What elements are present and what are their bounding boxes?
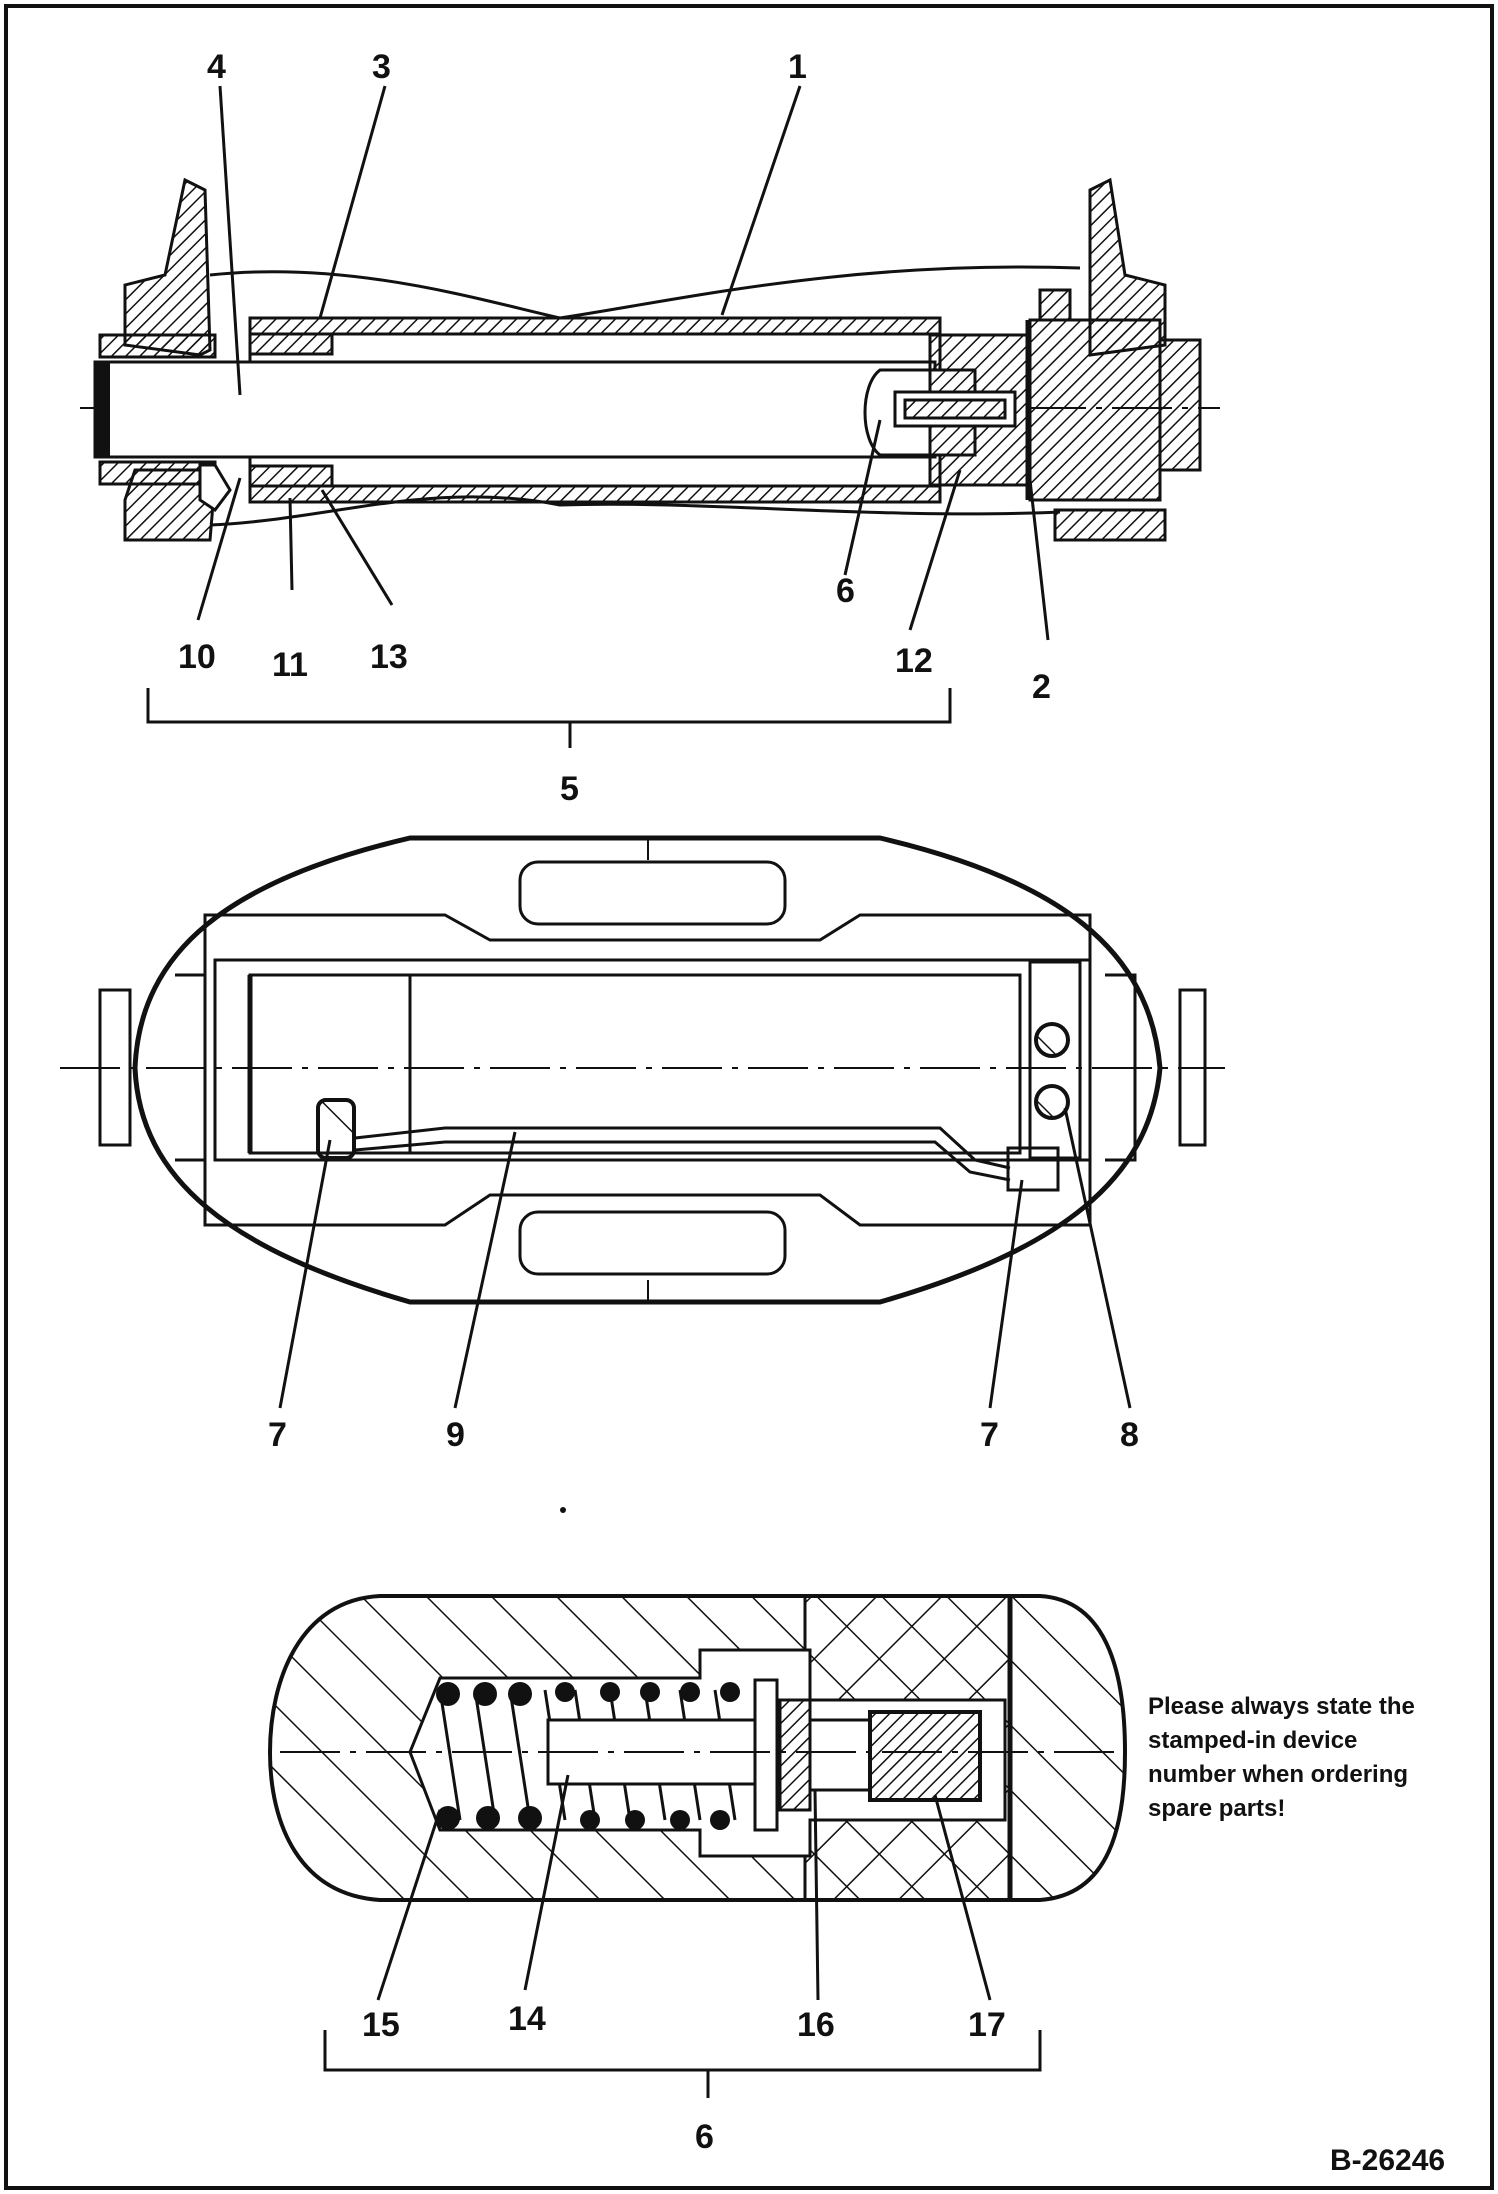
valve-detail-view — [267, 1594, 1128, 2098]
cylinder-plan-view — [60, 835, 1225, 1409]
callout-16: 16 — [797, 2006, 835, 2044]
reference-code: B-26246 — [1330, 2144, 1445, 2177]
note-line-1: Please always state the — [1148, 1693, 1415, 1720]
callout-14: 14 — [508, 2000, 546, 2038]
note-line-3: number when ordering — [1148, 1761, 1408, 1788]
callout-17: 17 — [968, 2006, 1006, 2044]
note-line-4: spare parts! — [1148, 1795, 1285, 1822]
page-border — [4, 4, 1494, 2190]
ordering-note: Please always state the stamped-in devic… — [1148, 1693, 1415, 1822]
callout-11: 11 — [272, 646, 308, 684]
callout-1: 1 — [788, 48, 807, 86]
callout-9: 9 — [446, 1416, 465, 1454]
callout-15: 15 — [362, 2006, 400, 2044]
callout-5: 5 — [560, 770, 579, 808]
callout-10: 10 — [178, 638, 216, 676]
callout-4: 4 — [207, 48, 226, 86]
cylinder-section-view — [80, 85, 1220, 748]
callout-6-top: 6 — [836, 572, 855, 610]
note-line-2: stamped-in device — [1148, 1727, 1357, 1754]
callout-6-bottom: 6 — [695, 2118, 714, 2156]
callout-13: 13 — [370, 638, 408, 676]
callout-8: 8 — [1120, 1416, 1139, 1454]
callout-3: 3 — [372, 48, 391, 86]
callout-2: 2 — [1032, 668, 1051, 706]
callout-7-left: 7 — [268, 1416, 287, 1454]
callout-12: 12 — [895, 642, 933, 680]
callout-7-right: 7 — [980, 1416, 999, 1454]
